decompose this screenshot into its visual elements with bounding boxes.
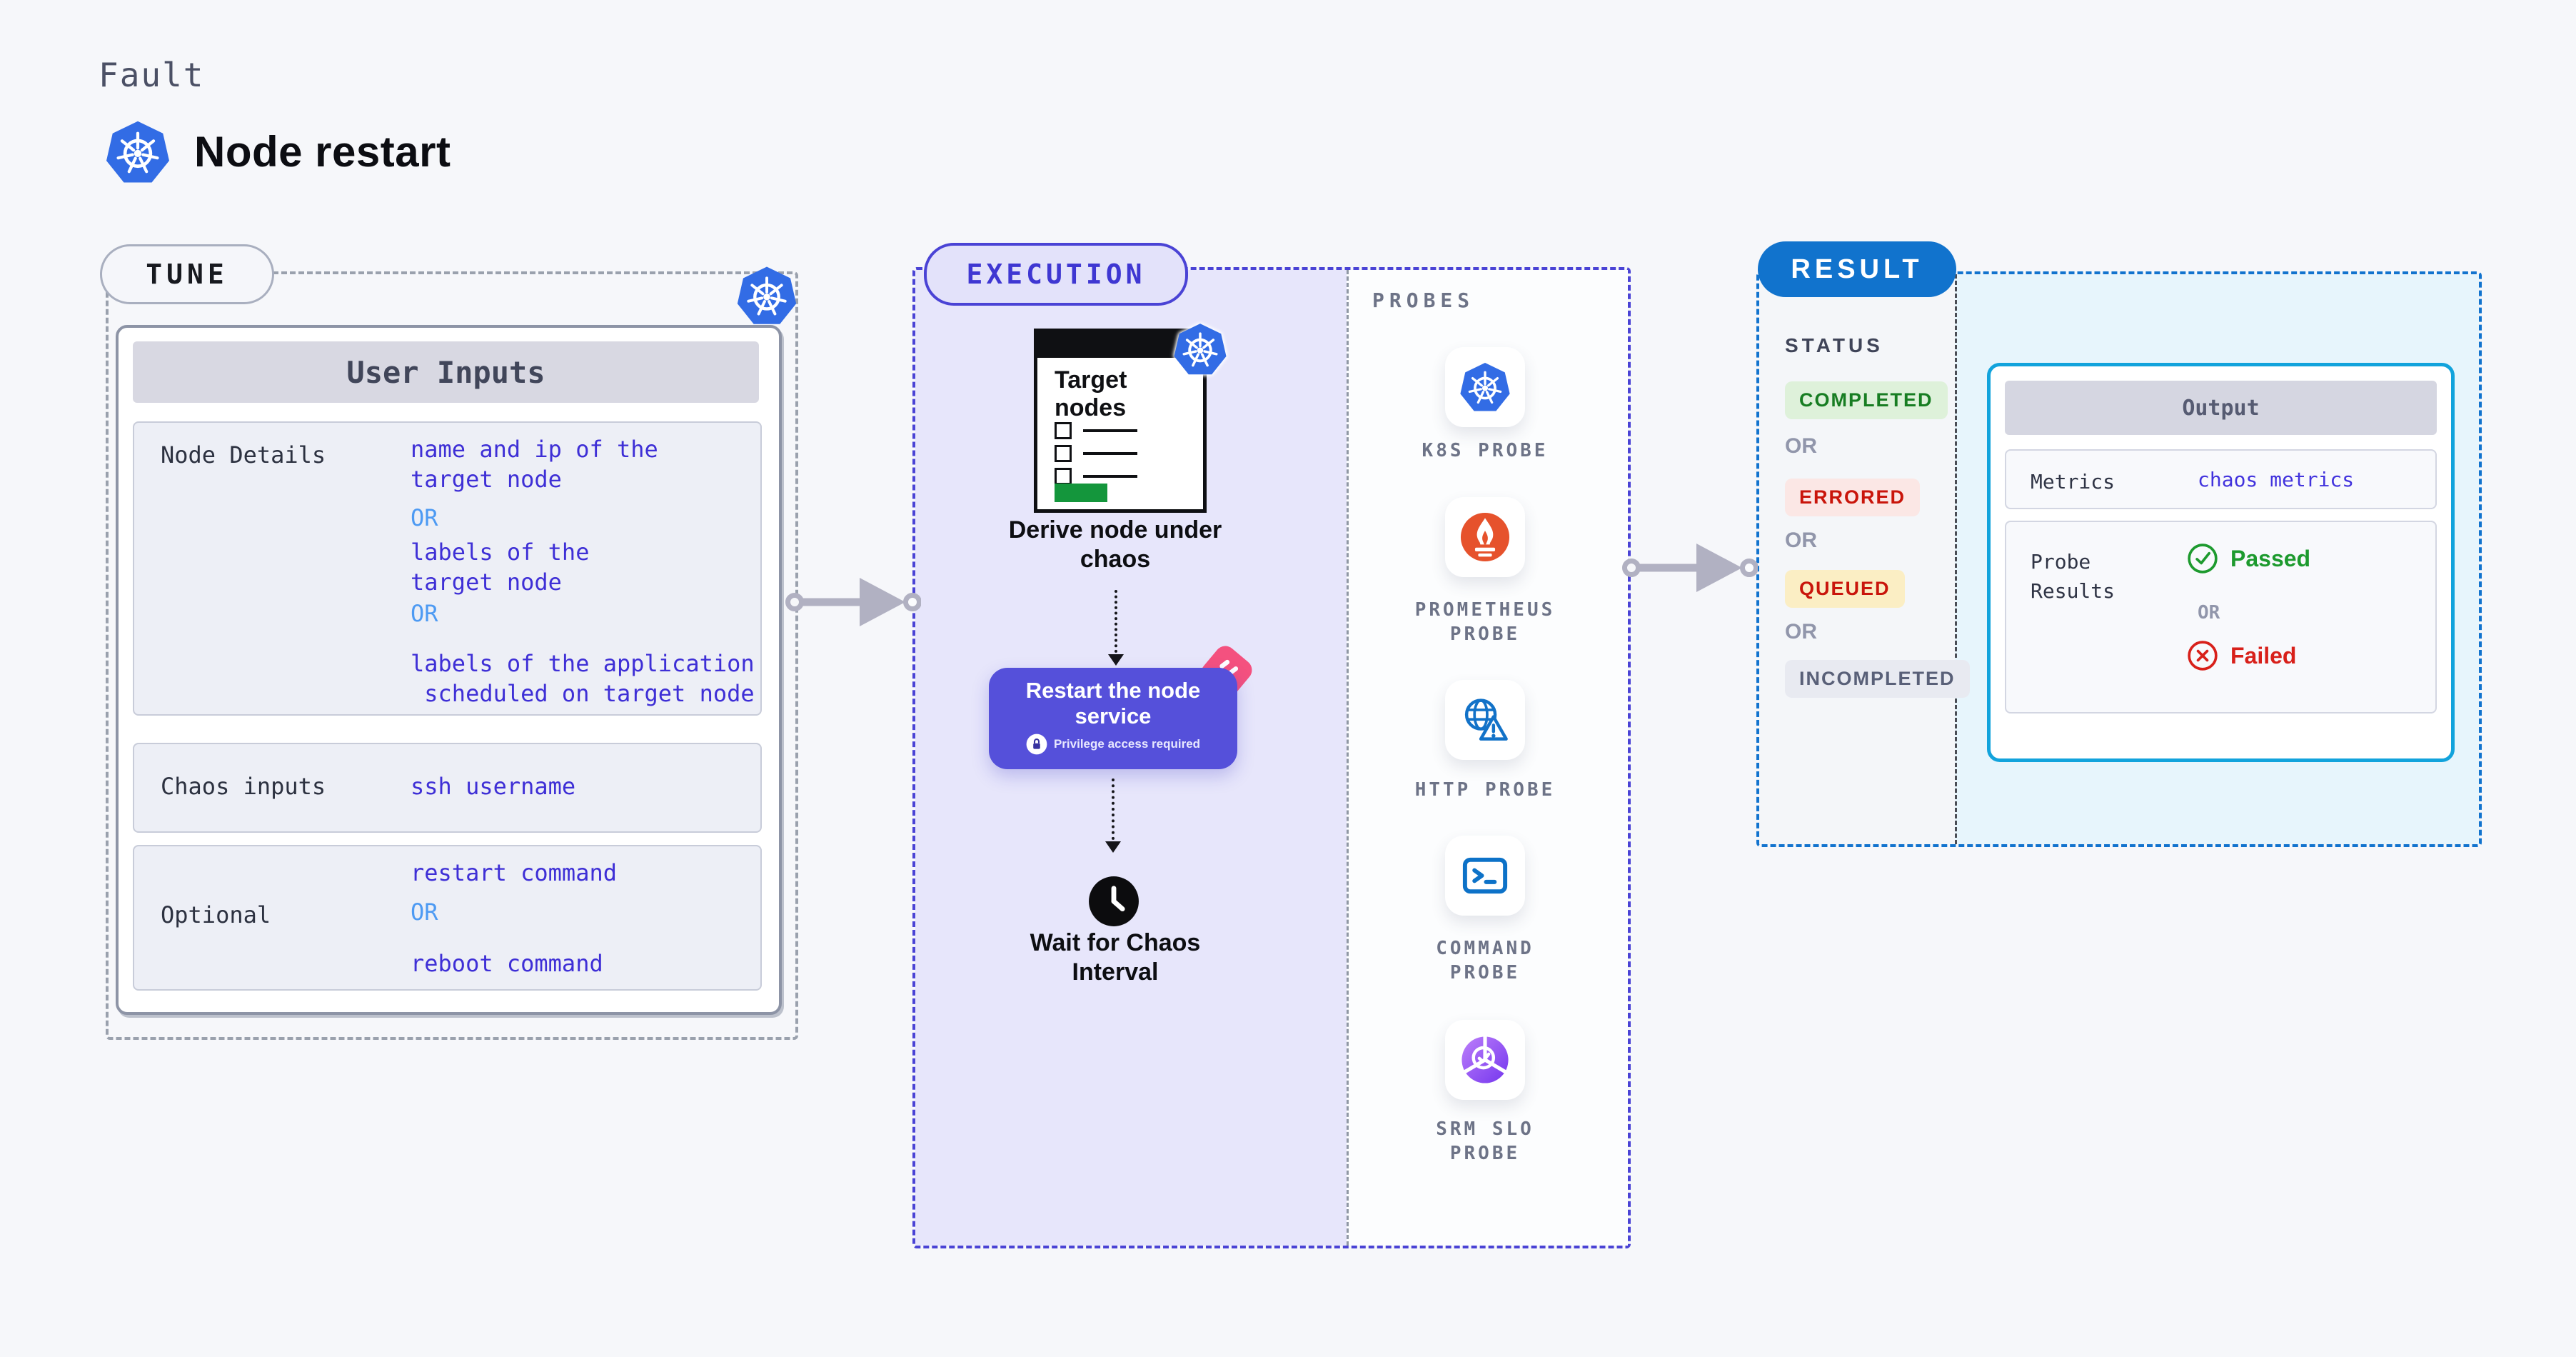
green-button-shape	[1055, 484, 1107, 502]
status-column	[1759, 274, 1955, 844]
metrics-value: chaos metrics	[2198, 468, 2355, 491]
or-separator: OR	[1785, 620, 1817, 644]
tune-badge: TUNE	[100, 244, 274, 304]
checkbox-icon	[1055, 422, 1072, 439]
srm-slo-icon	[1459, 1033, 1511, 1086]
arrow-down-icon	[1105, 841, 1121, 853]
flow-dotted-connector	[1115, 590, 1117, 653]
kubernetes-icon	[104, 119, 171, 186]
node-details-value: target node	[411, 466, 562, 493]
status-badge-completed: COMPLETED	[1785, 381, 1948, 419]
privilege-note: Privilege access required	[1026, 733, 1200, 755]
status-title: STATUS	[1785, 334, 1883, 356]
prometheus-icon	[1459, 511, 1511, 564]
failed-text: Failed	[2230, 642, 2297, 669]
status-badge-errored: ERRORED	[1785, 479, 1921, 516]
check-circle-icon	[2186, 542, 2219, 575]
execution-probes-divider	[1347, 270, 1349, 1246]
failed-result: Failed	[2186, 639, 2296, 672]
node-details-label: Node Details	[161, 441, 326, 469]
http-probe-card	[1445, 680, 1525, 760]
user-inputs-header: User Inputs	[133, 341, 759, 403]
tune-panel	[106, 271, 798, 1040]
list-line	[1083, 452, 1137, 455]
kubernetes-icon	[1459, 361, 1511, 414]
optional-row	[133, 845, 762, 991]
chaos-inputs-label: Chaos inputs	[161, 773, 326, 800]
node-details-value: labels of the	[411, 539, 590, 566]
kubernetes-icon	[1172, 321, 1228, 377]
checkbox-row	[1055, 445, 1137, 462]
privilege-note-text: Privilege access required	[1053, 736, 1201, 751]
chaos-inputs-value: ssh username	[411, 773, 576, 800]
command-terminal-icon	[1459, 849, 1511, 902]
node-details-value: target node	[411, 569, 562, 596]
list-line	[1083, 475, 1137, 478]
passed-result: Passed	[2186, 542, 2310, 575]
checkbox-icon	[1055, 468, 1072, 485]
restart-node-service-step: Restart the node service Privilege acces…	[989, 668, 1237, 769]
list-line	[1083, 429, 1137, 432]
page-title: Node restart	[194, 128, 451, 176]
or-separator: OR	[2198, 602, 2220, 624]
k8s-probe-card	[1445, 347, 1525, 427]
node-details-value: scheduled on target node	[411, 680, 755, 707]
checkbox-icon	[1055, 445, 1072, 462]
or-separator: OR	[1785, 529, 1817, 552]
restart-step-title: Restart the node service	[1025, 678, 1201, 728]
optional-value: reboot command	[411, 950, 603, 977]
flow-arrow-tune-to-execution	[785, 566, 921, 638]
target-nodes-title: Target nodes	[1055, 366, 1127, 422]
checkbox-row	[1055, 468, 1137, 485]
probe-results-label: Probe Results	[2031, 550, 2115, 603]
arrow-down-icon	[1108, 654, 1124, 666]
metrics-label: Metrics	[2031, 470, 2115, 494]
metrics-row: Metrics chaos metrics	[2005, 449, 2437, 509]
output-header: Output	[2005, 381, 2437, 435]
or-separator: OR	[411, 898, 438, 926]
or-separator: OR	[411, 504, 438, 531]
probe-label: COMMAND PROBE	[1436, 938, 1534, 983]
probe-results-row: Probe Results Passed OR Failed	[2005, 521, 2437, 713]
probe-label: HTTP PROBE	[1414, 779, 1556, 801]
or-separator: OR	[1785, 434, 1817, 458]
fault-eyebrow: Fault	[99, 56, 205, 94]
probe-label: SRM SLO PROBE	[1436, 1118, 1534, 1164]
wait-chaos-interval-label: Wait for Chaos Interval	[1030, 929, 1201, 986]
execution-badge: EXECUTION	[924, 243, 1188, 306]
output-card: Output Metrics chaos metrics Probe Resul…	[1987, 363, 2455, 762]
node-details-row	[133, 421, 762, 716]
optional-label: Optional	[161, 901, 271, 928]
srm-slo-probe-card	[1445, 1020, 1525, 1100]
command-probe-card	[1445, 836, 1525, 916]
probe-label: PROMETHEUS PROBE	[1414, 599, 1556, 645]
optional-value: restart command	[411, 859, 617, 886]
flow-arrow-probes-to-result	[1622, 532, 1758, 604]
kubernetes-icon	[735, 264, 798, 327]
status-badge-queued: QUEUED	[1785, 570, 1905, 608]
flow-dotted-connector	[1112, 778, 1115, 840]
chaos-inputs-row	[133, 743, 762, 833]
prometheus-probe-card	[1445, 497, 1525, 577]
clock-icon	[1087, 874, 1141, 928]
or-separator: OR	[411, 600, 438, 627]
probes-title: PROBES	[1372, 289, 1475, 312]
node-details-value: name and ip of the	[411, 436, 658, 463]
x-circle-icon	[2186, 639, 2219, 672]
probe-label: K8S PROBE	[1422, 440, 1549, 461]
lock-icon	[1026, 733, 1047, 755]
http-globe-icon	[1459, 693, 1511, 746]
passed-text: Passed	[2230, 545, 2311, 571]
checkbox-row	[1055, 422, 1137, 439]
node-details-value: labels of the application	[411, 650, 755, 677]
derive-node-label: Derive node under chaos	[1008, 516, 1222, 574]
status-badge-incompleted: INCOMPLETED	[1785, 660, 1970, 698]
result-badge: RESULT	[1758, 241, 1956, 297]
status-output-divider	[1955, 274, 1957, 844]
